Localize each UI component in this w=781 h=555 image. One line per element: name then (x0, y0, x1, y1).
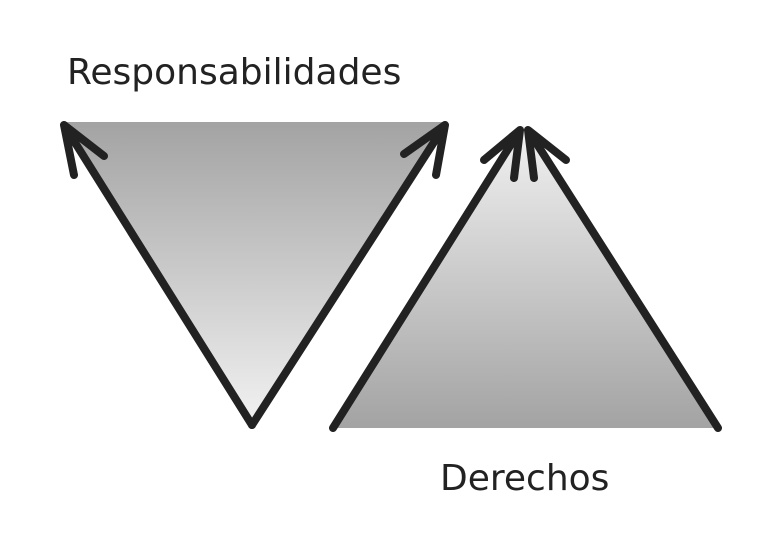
right-arrow (248, 121, 449, 429)
rights-triangle (329, 125, 722, 432)
rights-label: Derechos (440, 458, 610, 499)
responsibilities-triangle (60, 121, 449, 429)
responsibilities-label: Responsabilidades (67, 52, 402, 93)
left-arrow (60, 121, 256, 429)
left-arrow (329, 126, 524, 432)
right-arrow (524, 126, 722, 432)
